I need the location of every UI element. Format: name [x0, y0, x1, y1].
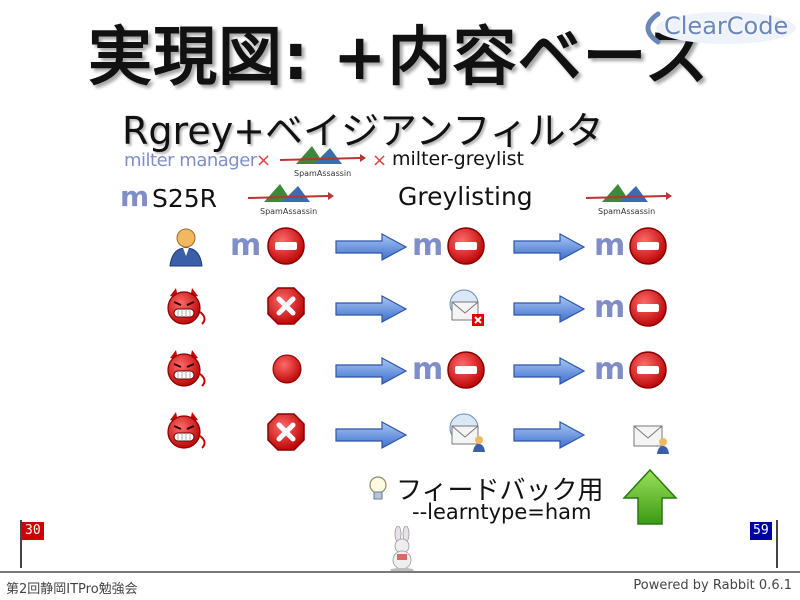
- clearcode-logo: ClearCode: [628, 4, 798, 48]
- stop-icon-r2: [266, 286, 308, 328]
- arrow-right-icon-r4b: [513, 421, 585, 449]
- footer-powered-by: Powered by Rabbit 0.6.1: [633, 578, 792, 593]
- mail-user-icon: [449, 413, 486, 453]
- spamassassin-text-3: SpamAssassin: [598, 207, 655, 216]
- reject-icon-r3a: [447, 351, 485, 389]
- logo-swoosh-icon: [645, 11, 796, 45]
- up-arrow-icon: [622, 468, 678, 525]
- m-glyph-icon-r1b: m: [412, 228, 444, 263]
- logo-text: ClearCode: [664, 12, 789, 40]
- milter-greylist-label: milter-greylist: [392, 148, 524, 170]
- spamassassin-logo-icon: SpamAssassin: [279, 146, 366, 178]
- slide-subtitle: Rgrey+ベイジアンフィルタ: [122, 109, 604, 153]
- spamassassin-logo-icon-3: SpamAssassin: [585, 184, 672, 216]
- current-page-flag: 30: [22, 522, 44, 540]
- m-glyph-icon-r1a: m: [230, 228, 262, 263]
- reject-icon-r1c: [629, 227, 667, 265]
- reject-icon-r1a: [267, 227, 305, 265]
- learntype-label: --learntype=ham: [412, 500, 592, 524]
- milter-manager-label: milter manager: [124, 150, 257, 171]
- red-dot-icon: [272, 354, 302, 384]
- footer-divider: [0, 571, 800, 573]
- mail-error-icon: [449, 289, 485, 327]
- slide-title: 実現図: +内容ベース: [88, 21, 710, 95]
- reject-icon-r3b: [629, 351, 667, 389]
- times-icon-2: ×: [372, 150, 388, 171]
- arrow-right-icon-r1b: [513, 233, 585, 261]
- arrow-right-icon-r3a: [335, 357, 407, 385]
- footer-event: 第2回静岡ITPro勉強会: [6, 582, 138, 597]
- user-icon: [169, 228, 203, 267]
- arrow-right-icon-r1a: [335, 233, 407, 261]
- m-glyph-icon: m: [120, 180, 150, 213]
- mail-user-plain-icon: [633, 425, 670, 455]
- devil-icon-r4: [167, 411, 206, 449]
- devil-icon-r3: [167, 349, 206, 387]
- spamassassin-text-2: SpamAssassin: [260, 207, 317, 216]
- s25r-label: S25R: [152, 184, 218, 213]
- spamassassin-logo-icon-2: SpamAssassin: [247, 184, 334, 216]
- arrow-right-icon-r3b: [513, 357, 585, 385]
- arrow-right-icon-r2a: [335, 295, 407, 323]
- m-glyph-icon-r3b: m: [594, 352, 626, 387]
- rabbit-icon: [390, 526, 414, 572]
- arrow-right-icon-r2b: [513, 295, 585, 323]
- reject-icon-r2: [629, 289, 667, 327]
- greylisting-label: Greylisting: [398, 182, 533, 211]
- reject-icon-r1b: [447, 227, 485, 265]
- arrow-right-icon-r4a: [335, 421, 407, 449]
- total-page-flag: 59: [750, 522, 772, 540]
- start-flag-pole: [20, 520, 22, 568]
- m-glyph-icon-r3a: m: [412, 352, 444, 387]
- times-icon: ×: [256, 150, 272, 171]
- m-glyph-icon-r1c: m: [594, 228, 626, 263]
- end-flag-pole: [776, 520, 778, 568]
- m-glyph-icon-r2: m: [594, 290, 626, 325]
- devil-icon-r2: [167, 287, 206, 325]
- stop-icon-r4: [266, 412, 308, 454]
- feedback-label: フィードバック用: [396, 476, 604, 506]
- lightbulb-icon: [369, 476, 387, 500]
- spamassassin-text: SpamAssassin: [294, 169, 351, 178]
